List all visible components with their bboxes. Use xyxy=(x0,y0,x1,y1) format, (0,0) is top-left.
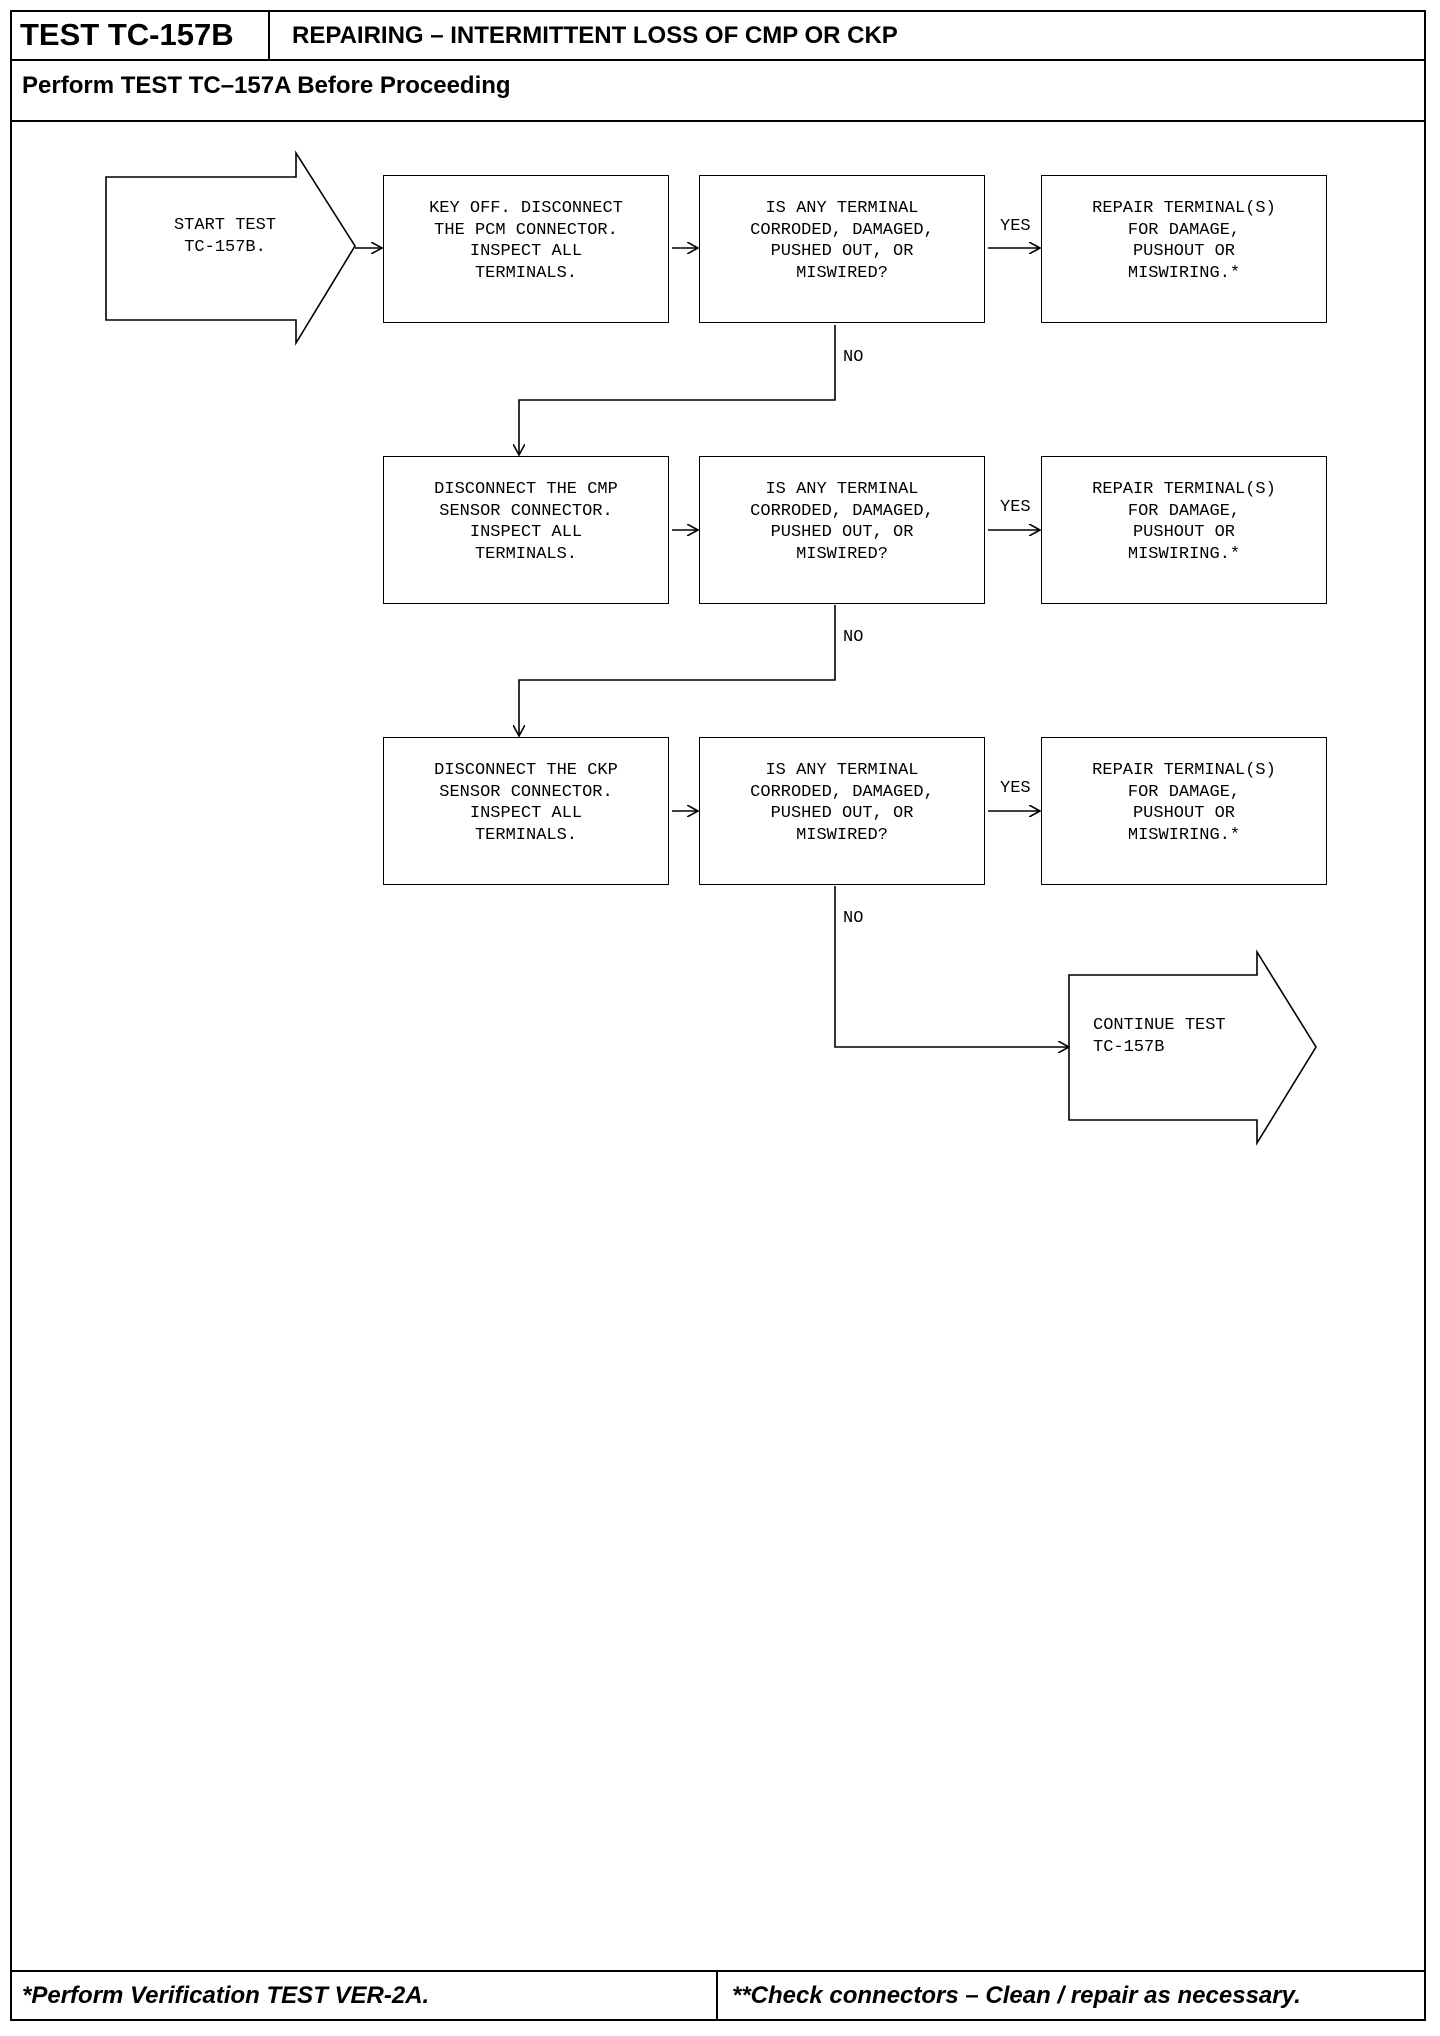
repair-box-1: REPAIR TERMINAL(S) FOR DAMAGE, PUSHOUT O… xyxy=(1041,175,1327,323)
yes-label-3: YES xyxy=(1000,779,1031,798)
question-box-2: IS ANY TERMINAL CORRODED, DAMAGED, PUSHE… xyxy=(699,456,985,604)
question-1-no-connector xyxy=(519,325,836,455)
yes-label-2: YES xyxy=(1000,498,1031,517)
start-label: START TEST TC-157B. xyxy=(173,216,277,257)
action-text-1: KEY OFF. DISCONNECT THE PCM CONNECTOR. I… xyxy=(429,199,623,283)
action-box-1: KEY OFF. DISCONNECT THE PCM CONNECTOR. I… xyxy=(383,175,669,323)
footer: *Perform Verification TEST VER-2A. **Che… xyxy=(10,1970,1426,2021)
question-3-no-connector xyxy=(834,886,1069,1047)
yes-label-1: YES xyxy=(1000,217,1031,236)
footer-note-verification: *Perform Verification TEST VER-2A. xyxy=(22,1982,430,2009)
no-label-3: NO xyxy=(843,909,864,928)
repair-box-2: REPAIR TERMINAL(S) FOR DAMAGE, PUSHOUT O… xyxy=(1041,456,1327,604)
repair-box-3: REPAIR TERMINAL(S) FOR DAMAGE, PUSHOUT O… xyxy=(1041,737,1327,885)
repair-text-2: REPAIR TERMINAL(S) FOR DAMAGE, PUSHOUT O… xyxy=(1092,480,1276,564)
question-box-1: IS ANY TERMINAL CORRODED, DAMAGED, PUSHE… xyxy=(699,175,985,323)
start-arrow-shape xyxy=(105,150,356,346)
page-frame xyxy=(10,10,1426,2021)
footer-note-connectors: **Check connectors – Clean / repair as n… xyxy=(732,1982,1301,2009)
test-id: TEST TC-157B xyxy=(10,10,270,59)
question-2-no-connector xyxy=(519,605,836,736)
no-label-1: NO xyxy=(843,348,864,367)
no-label-2: NO xyxy=(843,628,864,647)
repair-text-3: REPAIR TERMINAL(S) FOR DAMAGE, PUSHOUT O… xyxy=(1092,761,1276,845)
prerequisite-bar: Perform TEST TC–157A Before Proceeding xyxy=(10,61,1426,122)
prerequisite-text: Perform TEST TC–157A Before Proceeding xyxy=(22,72,511,99)
footer-divider xyxy=(716,1972,718,2021)
action-text-3: DISCONNECT THE CKP SENSOR CONNECTOR. INS… xyxy=(434,761,618,845)
action-box-2: DISCONNECT THE CMP SENSOR CONNECTOR. INS… xyxy=(383,456,669,604)
end-label: CONTINUE TEST TC-157B xyxy=(1093,1016,1226,1057)
question-text-2: IS ANY TERMINAL CORRODED, DAMAGED, PUSHE… xyxy=(750,480,934,564)
question-text-1: IS ANY TERMINAL CORRODED, DAMAGED, PUSHE… xyxy=(750,199,934,283)
action-box-3: DISCONNECT THE CKP SENSOR CONNECTOR. INS… xyxy=(383,737,669,885)
end-arrow-shape xyxy=(1068,949,1317,1146)
repair-text-1: REPAIR TERMINAL(S) FOR DAMAGE, PUSHOUT O… xyxy=(1092,199,1276,283)
page-title: REPAIRING – INTERMITTENT LOSS OF CMP OR … xyxy=(292,22,898,49)
question-text-3: IS ANY TERMINAL CORRODED, DAMAGED, PUSHE… xyxy=(750,761,934,845)
action-text-2: DISCONNECT THE CMP SENSOR CONNECTOR. INS… xyxy=(434,480,618,564)
question-box-3: IS ANY TERMINAL CORRODED, DAMAGED, PUSHE… xyxy=(699,737,985,885)
header: TEST TC-157B REPAIRING – INTERMITTENT LO… xyxy=(10,10,1426,61)
